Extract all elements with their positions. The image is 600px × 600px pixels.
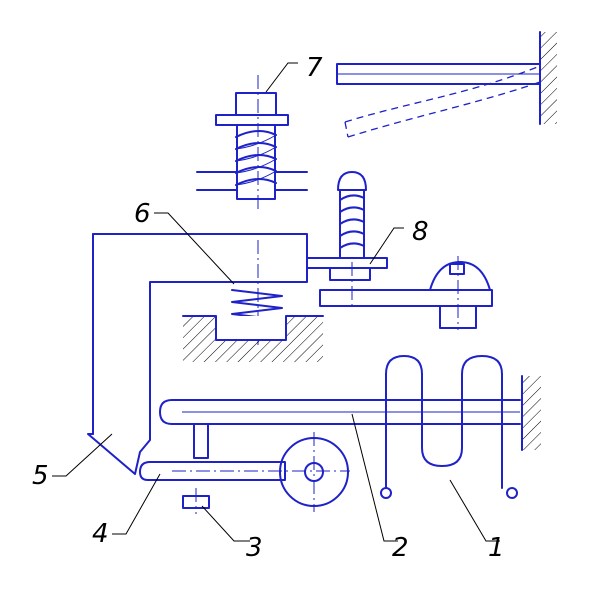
label-2: 2	[392, 533, 409, 563]
stop-screw	[182, 488, 210, 514]
label-7: 7	[306, 53, 323, 83]
label-6: 6	[134, 199, 151, 229]
callout-1: 1	[449, 479, 505, 563]
lever-support-post	[193, 423, 209, 459]
label-5: 5	[32, 461, 49, 491]
spring-base-cup	[182, 315, 324, 362]
label-8: 8	[412, 217, 429, 247]
callout-5: 5	[32, 433, 113, 491]
eccentric-cam	[279, 432, 349, 512]
reset-lever	[139, 461, 350, 481]
blade-deflected-dashed	[344, 65, 541, 138]
label-4: 4	[92, 519, 109, 549]
contact-arm	[306, 257, 493, 310]
label-3: 3	[246, 533, 263, 563]
callout-8: 8	[369, 217, 429, 265]
right-wall	[521, 375, 541, 451]
callout-3: 3	[201, 505, 263, 563]
bimetal-strip	[159, 399, 521, 425]
upper-adjusting-screw	[215, 75, 289, 212]
flat-spring-blade	[336, 63, 541, 85]
callout-2: 2	[351, 413, 409, 563]
top-wall	[539, 31, 557, 125]
screw-support-plate	[196, 171, 308, 191]
callout-6: 6	[134, 199, 235, 285]
contact-screw	[337, 171, 367, 259]
contact-pivot	[429, 256, 491, 330]
label-1: 1	[488, 533, 505, 563]
callout-4: 4	[92, 473, 161, 549]
heater-coil	[380, 355, 518, 499]
callout-7: 7	[265, 53, 323, 93]
